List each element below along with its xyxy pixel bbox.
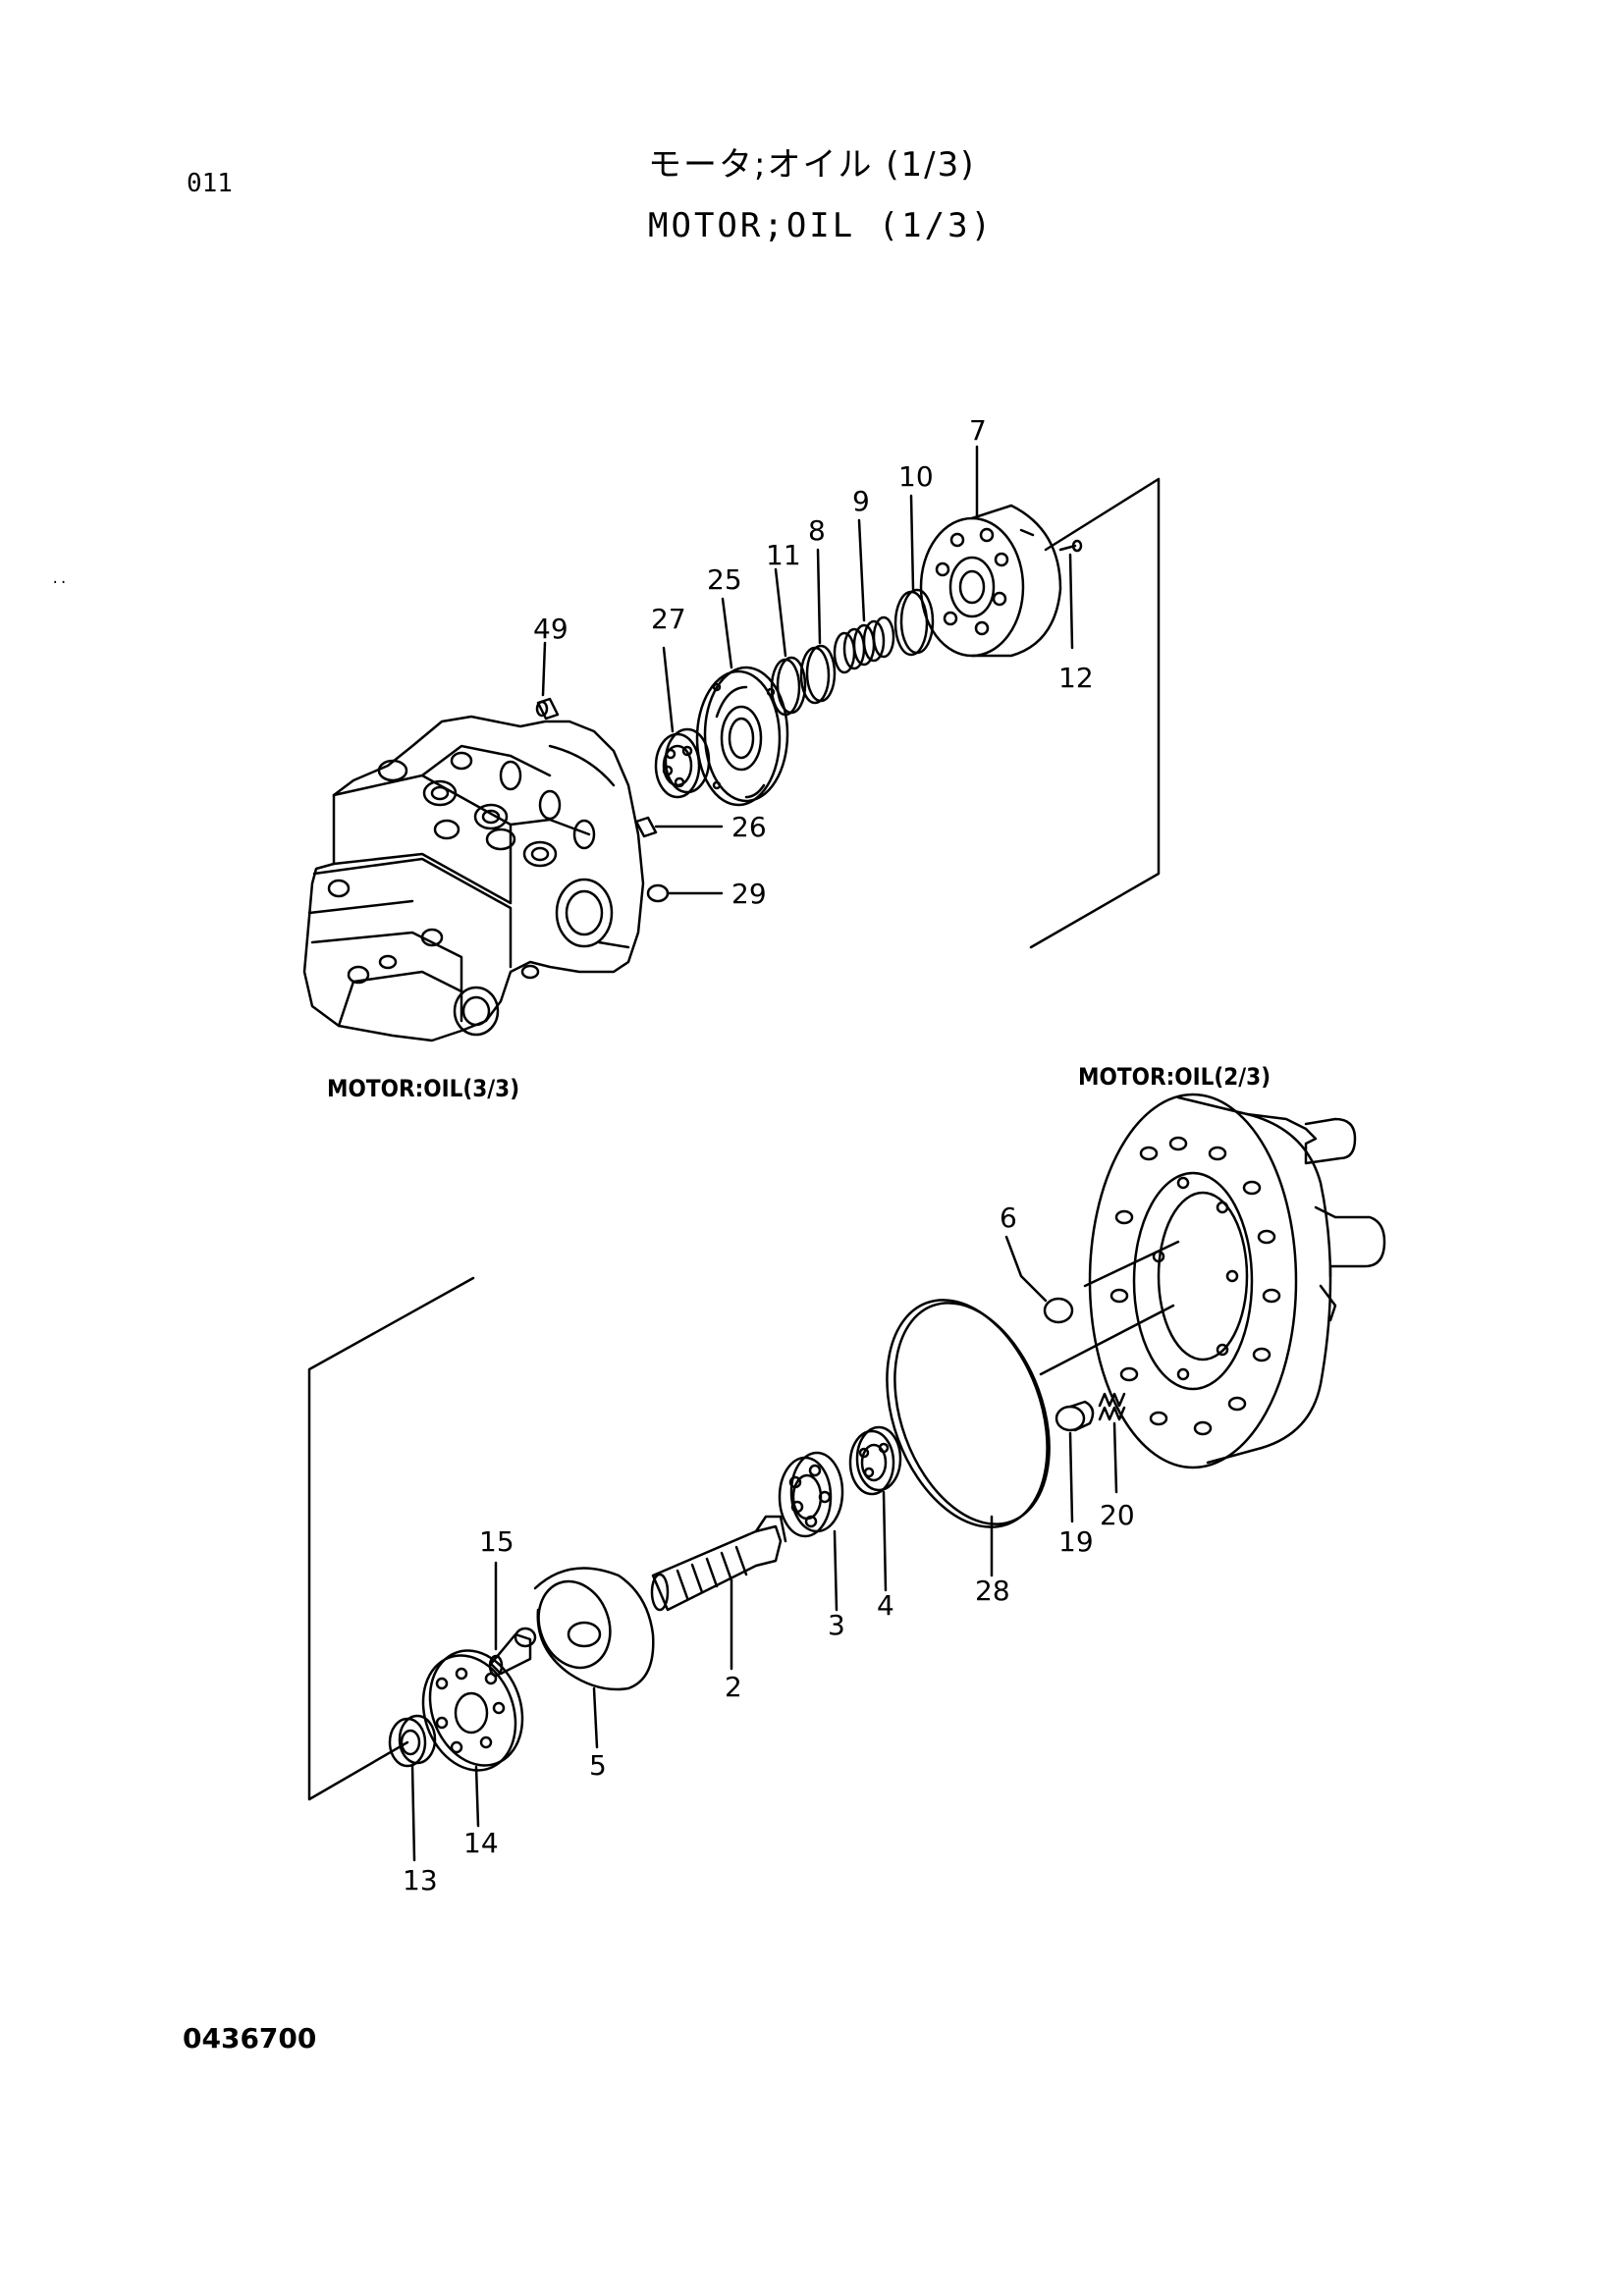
- leader-3: [833, 1529, 839, 1612]
- part-number-20: 20: [1100, 1499, 1135, 1531]
- part-number-6: 6: [1000, 1201, 1017, 1234]
- bush-13: [388, 1714, 437, 1768]
- leader-9: [857, 518, 866, 622]
- bearing-3: [778, 1451, 844, 1538]
- page-title-japanese: モータ;オイル (1/3): [648, 145, 976, 185]
- part-number-19: 19: [1058, 1525, 1094, 1558]
- swash-plate-5: [533, 1567, 655, 1691]
- pin-26: [634, 816, 658, 838]
- leader-20: [1112, 1421, 1118, 1494]
- leader-10: [909, 494, 915, 591]
- shaft-axis-line-2: [1039, 1304, 1175, 1376]
- retainer-plate-14: [421, 1649, 524, 1772]
- page-code: 011: [187, 169, 233, 198]
- part-number-4: 4: [877, 1589, 894, 1622]
- leader-14: [474, 1765, 480, 1828]
- leader-25: [721, 597, 733, 669]
- leader-19: [1068, 1431, 1074, 1523]
- leader-5: [592, 1686, 599, 1749]
- leader-4: [882, 1490, 888, 1592]
- part-number-26: 26: [731, 811, 767, 843]
- ring-10: [893, 588, 935, 657]
- scan-speck: ··: [51, 575, 68, 591]
- part-number-11: 11: [766, 539, 801, 571]
- spring-9: [833, 615, 895, 674]
- pin-12: [1058, 539, 1083, 553]
- leader-6: [1004, 1235, 1048, 1303]
- part-number-10: 10: [898, 460, 934, 493]
- shaft-2: [650, 1515, 787, 1612]
- bearing-4: [848, 1425, 902, 1496]
- cylinder-block-7: [919, 504, 1062, 658]
- page-title-english: MOTOR;OIL (1/3): [648, 206, 995, 245]
- motor-housing: [1088, 1093, 1386, 1469]
- part-number-2: 2: [725, 1671, 742, 1703]
- leader-13: [410, 1763, 416, 1862]
- shaft-axis-line-1: [1083, 1240, 1180, 1288]
- plug-19: [1055, 1400, 1095, 1432]
- part-number-28: 28: [975, 1575, 1010, 1607]
- plate-25: [695, 666, 789, 807]
- part-number-12: 12: [1058, 662, 1094, 694]
- motor-valve-body: [302, 715, 645, 1042]
- part-number-9: 9: [852, 485, 870, 517]
- leader-12: [1068, 553, 1074, 650]
- part-number-3: 3: [828, 1609, 845, 1641]
- part-number-14: 14: [463, 1827, 499, 1859]
- part-number-27: 27: [651, 603, 686, 635]
- o-ring-29: [646, 883, 670, 903]
- o-ring-6: [1043, 1297, 1074, 1324]
- leader-11: [774, 567, 787, 658]
- part-number-15: 15: [479, 1525, 514, 1558]
- part-number-29: 29: [731, 878, 767, 910]
- part-number-25: 25: [707, 563, 742, 596]
- part-number-8: 8: [808, 514, 826, 547]
- leader-27: [662, 646, 675, 733]
- part-number-7: 7: [969, 414, 987, 447]
- assembly-boundary-upper: [1029, 477, 1161, 949]
- pin-49: [535, 697, 560, 721]
- o-ring-28: [886, 1299, 1051, 1528]
- part-number-49: 49: [533, 613, 568, 645]
- part-number-5: 5: [589, 1749, 607, 1782]
- document-number: 0436700: [183, 2022, 317, 2055]
- spring-20: [1098, 1392, 1126, 1421]
- leader-49: [541, 641, 547, 697]
- part-number-13: 13: [403, 1864, 438, 1896]
- reference-motor-oil-2-of-3: MOTOR:OIL(2/3): [1078, 1063, 1271, 1091]
- assembly-boundary-lower: [307, 1276, 475, 1801]
- snap-ring-11: [770, 656, 807, 717]
- reference-motor-oil-3-of-3: MOTOR:OIL(3/3): [327, 1075, 520, 1102]
- ring-8: [799, 644, 837, 705]
- leader-8: [816, 548, 822, 645]
